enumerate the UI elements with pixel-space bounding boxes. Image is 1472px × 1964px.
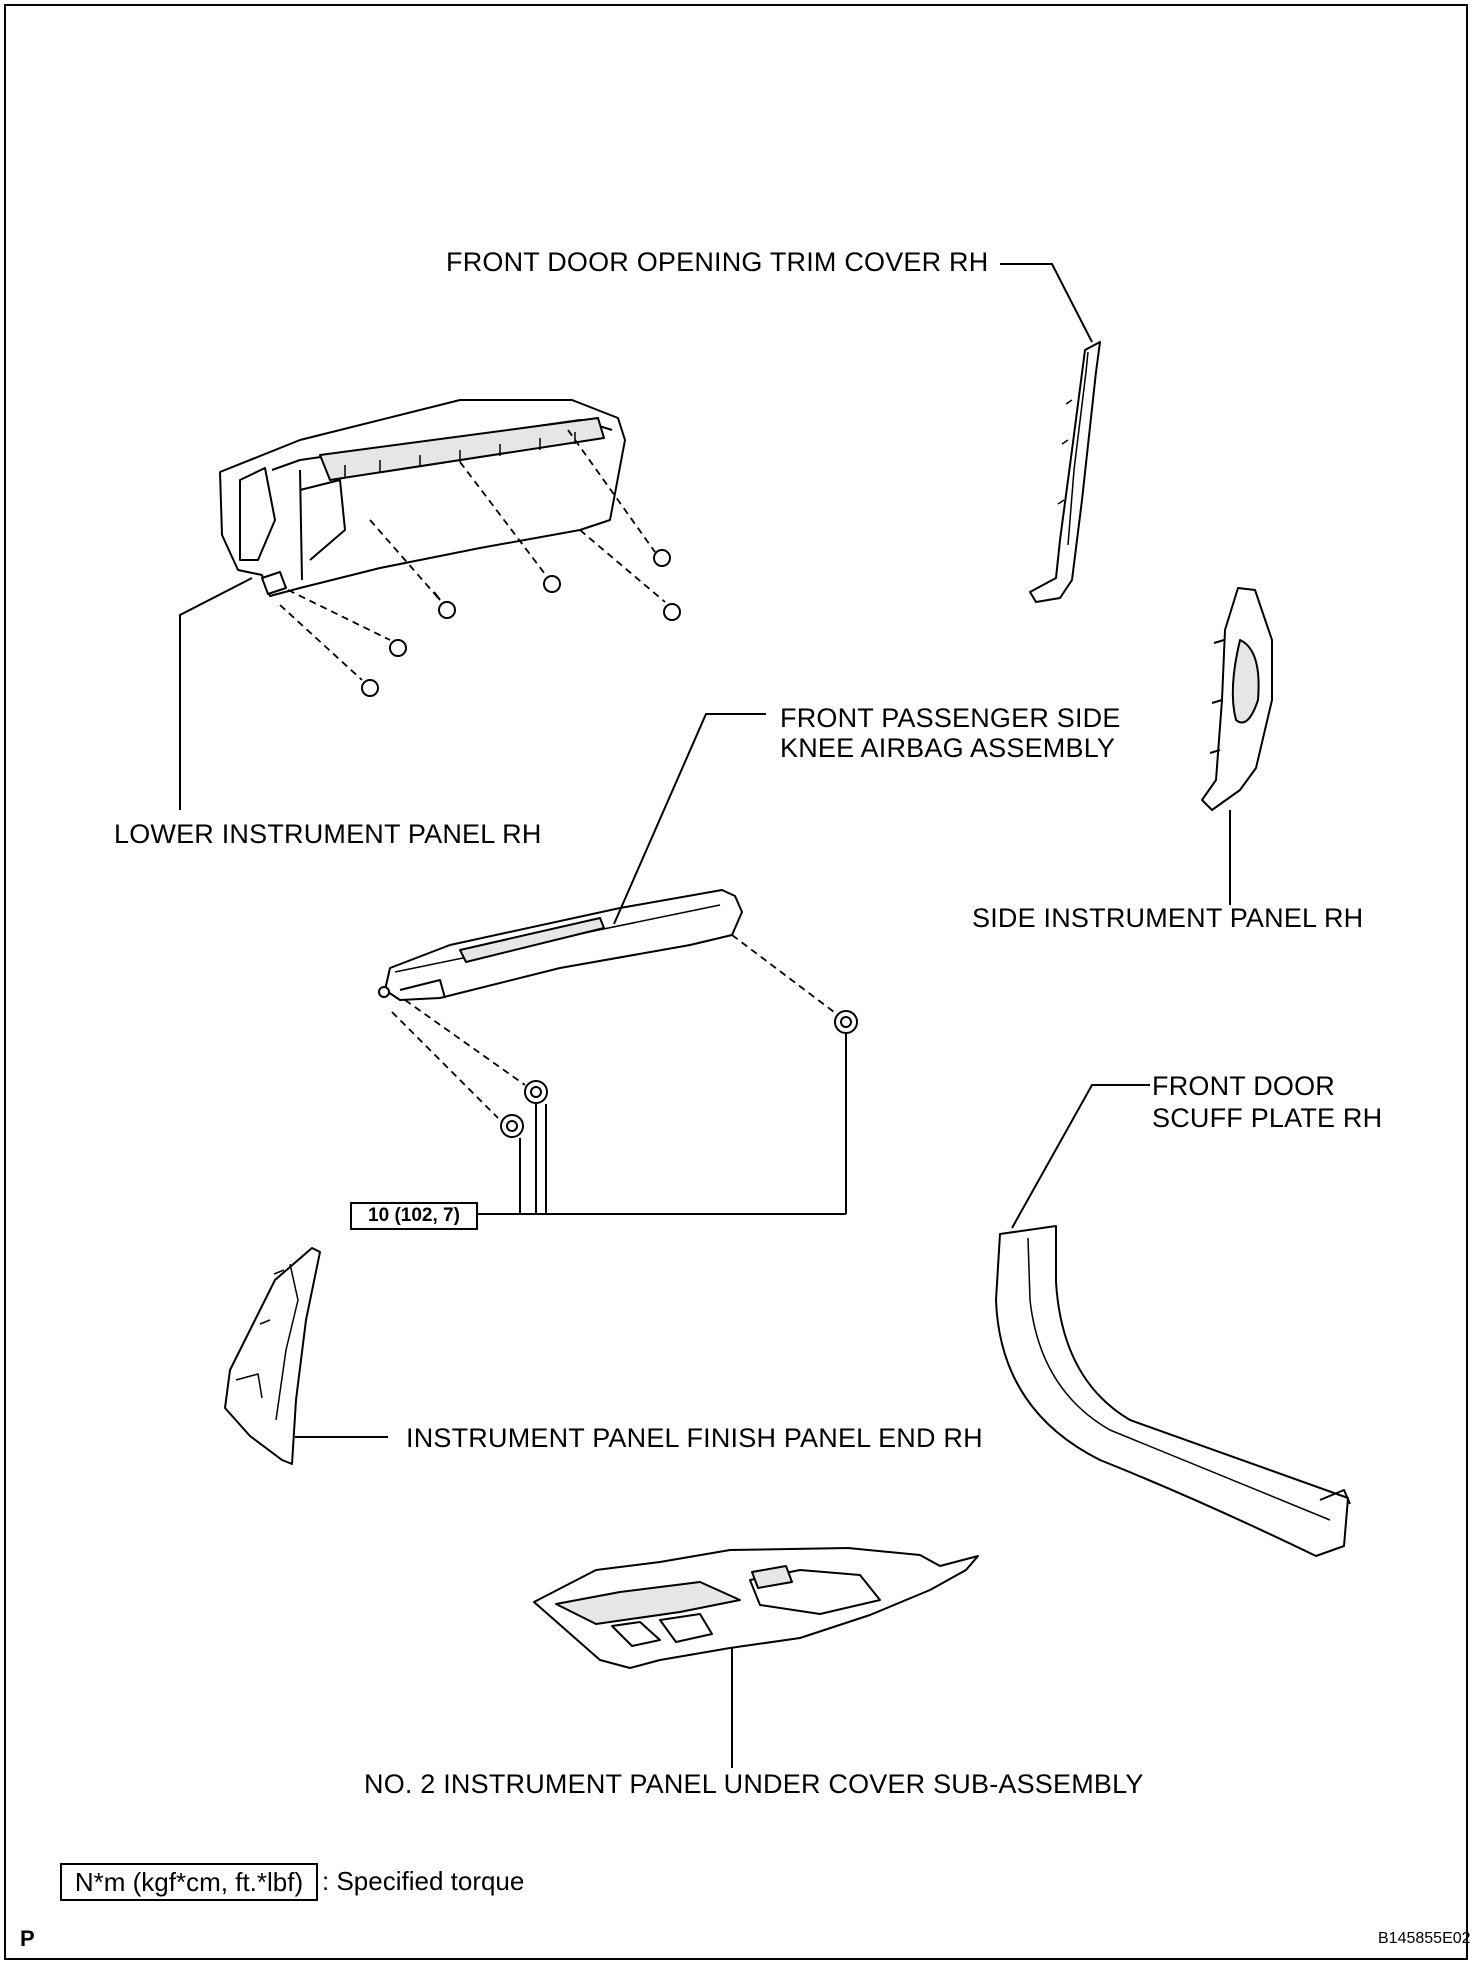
under-cover-part <box>533 1547 979 1669</box>
glovebox-clips <box>361 549 681 697</box>
figure-code: B145855E02 <box>1378 1930 1471 1947</box>
glovebox-fastener-lines <box>279 429 666 681</box>
label-knee-airbag-line2: KNEE AIRBAG ASSEMBLY <box>780 733 1116 763</box>
lower-instrument-panel-part <box>219 399 626 597</box>
label-front-door-opening-trim-cover: FRONT DOOR OPENING TRIM COVER RH <box>446 247 989 277</box>
side-instrument-panel-part <box>1201 587 1273 811</box>
scuff-plate-part <box>995 1225 1351 1557</box>
finish-panel-end-part <box>224 1247 321 1465</box>
legend-unit-box: N*m (kgf*cm, ft.*lbf) <box>60 1863 318 1901</box>
label-scuff-plate-line2: SCUFF PLATE RH <box>1152 1103 1383 1133</box>
label-lower-instrument-panel: LOWER INSTRUMENT PANEL RH <box>114 819 542 849</box>
label-side-instrument-panel: SIDE INSTRUMENT PANEL RH <box>972 903 1364 933</box>
label-scuff-plate-line1: FRONT DOOR <box>1152 1071 1335 1101</box>
front-door-opening-trim-cover-part <box>1029 341 1101 603</box>
lower-instrument-panel-leader <box>179 577 253 810</box>
label-under-cover: NO. 2 INSTRUMENT PANEL UNDER COVER SUB-A… <box>364 1769 1144 1799</box>
scuff-plate-leader <box>1011 1084 1150 1229</box>
torque-spec-box: 10 (102, 7) <box>350 1202 478 1230</box>
legend-description: : Specified torque <box>322 1866 525 1896</box>
label-finish-panel-end: INSTRUMENT PANEL FINISH PANEL END RH <box>406 1423 983 1453</box>
trim-cover-leader <box>1000 263 1093 343</box>
knee-airbag-bolts <box>500 1010 858 1138</box>
label-knee-airbag-line1: FRONT PASSENGER SIDE <box>780 703 1121 733</box>
knee-airbag-part <box>378 889 743 1001</box>
knee-airbag-leader <box>613 713 766 925</box>
knee-airbag-fastener-lines <box>391 934 839 1119</box>
corner-mark: P <box>20 1926 35 1951</box>
page-border <box>4 4 1468 1960</box>
torque-bracket-lines <box>476 1034 847 1215</box>
